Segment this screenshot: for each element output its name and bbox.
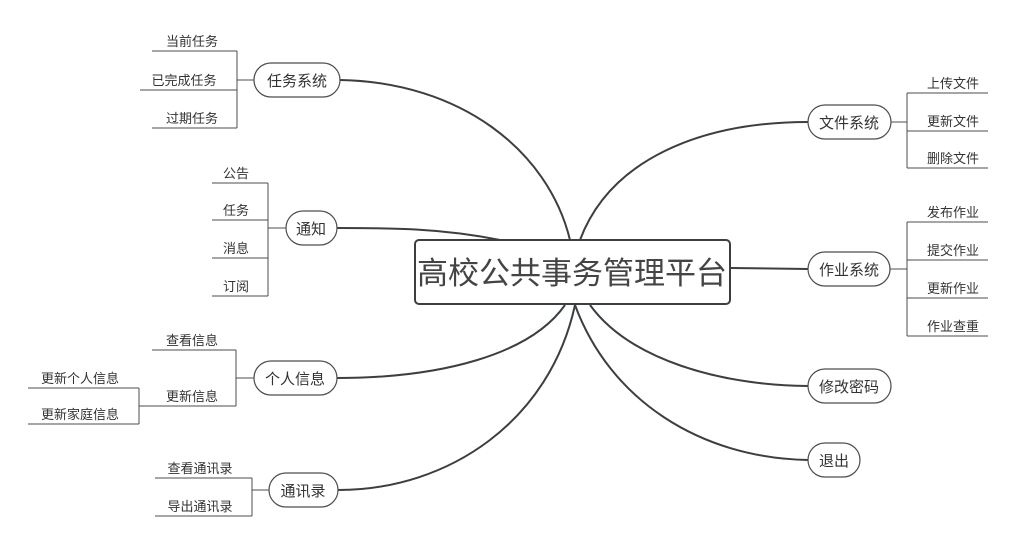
leaf-subscription[interactable]: 订阅 — [223, 280, 249, 295]
leaf-view-contacts[interactable]: 查看通讯录 — [167, 461, 232, 477]
main-connectors — [336, 79, 809, 491]
branch-label: 修改密码 — [819, 378, 879, 396]
leaf-announcement[interactable]: 公告 — [223, 167, 249, 182]
leaf-view-info[interactable]: 查看信息 — [166, 333, 218, 349]
leaf-update-personal-info[interactable]: 更新个人信息 — [41, 371, 119, 387]
leaf-upload-file[interactable]: 上传文件 — [927, 77, 979, 92]
branch-label: 通知 — [296, 220, 326, 238]
root-node[interactable]: 高校公共事务管理平台 — [414, 239, 731, 305]
leaf-connectors — [28, 50, 988, 517]
branch-personal-info[interactable]: 个人信息 — [253, 360, 338, 396]
connector-task-system — [339, 79, 571, 241]
leaf-homework-plagiarism-check[interactable]: 作业查重 — [927, 319, 979, 335]
root-title: 高校公共事务管理平台 — [417, 256, 727, 292]
connector-contacts — [337, 304, 576, 491]
branch-notice[interactable]: 通知 — [285, 210, 338, 246]
branch-label: 任务系统 — [267, 72, 327, 90]
leaves-notice: 公告 任务 消息 订阅 — [223, 167, 249, 295]
leaf-current-task[interactable]: 当前任务 — [166, 34, 218, 50]
branch-file-system[interactable]: 文件系统 — [807, 104, 892, 140]
connector-notice — [336, 227, 501, 241]
leaf-update-family-info[interactable]: 更新家庭信息 — [41, 407, 119, 423]
leaves-file-system: 上传文件 更新文件 删除文件 — [927, 77, 979, 167]
leaves-task-system: 当前任务 已完成任务 过期任务 — [151, 34, 218, 127]
branch-task-system[interactable]: 任务系统 — [253, 62, 341, 98]
branch-label: 退出 — [819, 452, 849, 470]
branch-homework-system[interactable]: 作业系统 — [807, 251, 891, 287]
connector-change-password — [589, 304, 809, 387]
branch-change-password[interactable]: 修改密码 — [807, 368, 892, 404]
branch-label: 个人信息 — [265, 370, 325, 388]
connector-logout — [574, 304, 809, 461]
leaf-publish-homework[interactable]: 发布作业 — [927, 205, 979, 221]
leaf-notice-task[interactable]: 任务 — [223, 203, 249, 219]
branch-label: 文件系统 — [819, 114, 879, 132]
leaves-homework-system: 发布作业 提交作业 更新作业 作业查重 — [927, 205, 979, 335]
leaves-personal-info: 查看信息 更新信息 更新个人信息 更新家庭信息 — [41, 333, 218, 423]
branch-label: 通讯录 — [280, 482, 325, 500]
branch-contacts[interactable]: 通讯录 — [268, 472, 339, 508]
leaf-update-info[interactable]: 更新信息 — [166, 389, 218, 405]
connector-personal-info — [336, 304, 566, 379]
leaf-message[interactable]: 消息 — [223, 241, 249, 257]
connector-homework-system — [730, 267, 809, 270]
leaf-completed-task[interactable]: 已完成任务 — [151, 73, 216, 89]
connector-file-system — [579, 121, 809, 241]
leaves-contacts: 查看通讯录 导出通讯录 — [167, 461, 232, 515]
leaf-delete-file[interactable]: 删除文件 — [927, 152, 979, 167]
leaf-expired-task[interactable]: 过期任务 — [166, 111, 218, 127]
branch-label: 作业系统 — [819, 261, 879, 279]
branch-logout[interactable]: 退出 — [807, 442, 861, 478]
leaf-export-contacts[interactable]: 导出通讯录 — [167, 500, 232, 515]
leaf-update-homework[interactable]: 更新作业 — [927, 281, 979, 297]
leaf-update-file[interactable]: 更新文件 — [927, 114, 979, 130]
leaf-submit-homework[interactable]: 提交作业 — [927, 243, 979, 259]
